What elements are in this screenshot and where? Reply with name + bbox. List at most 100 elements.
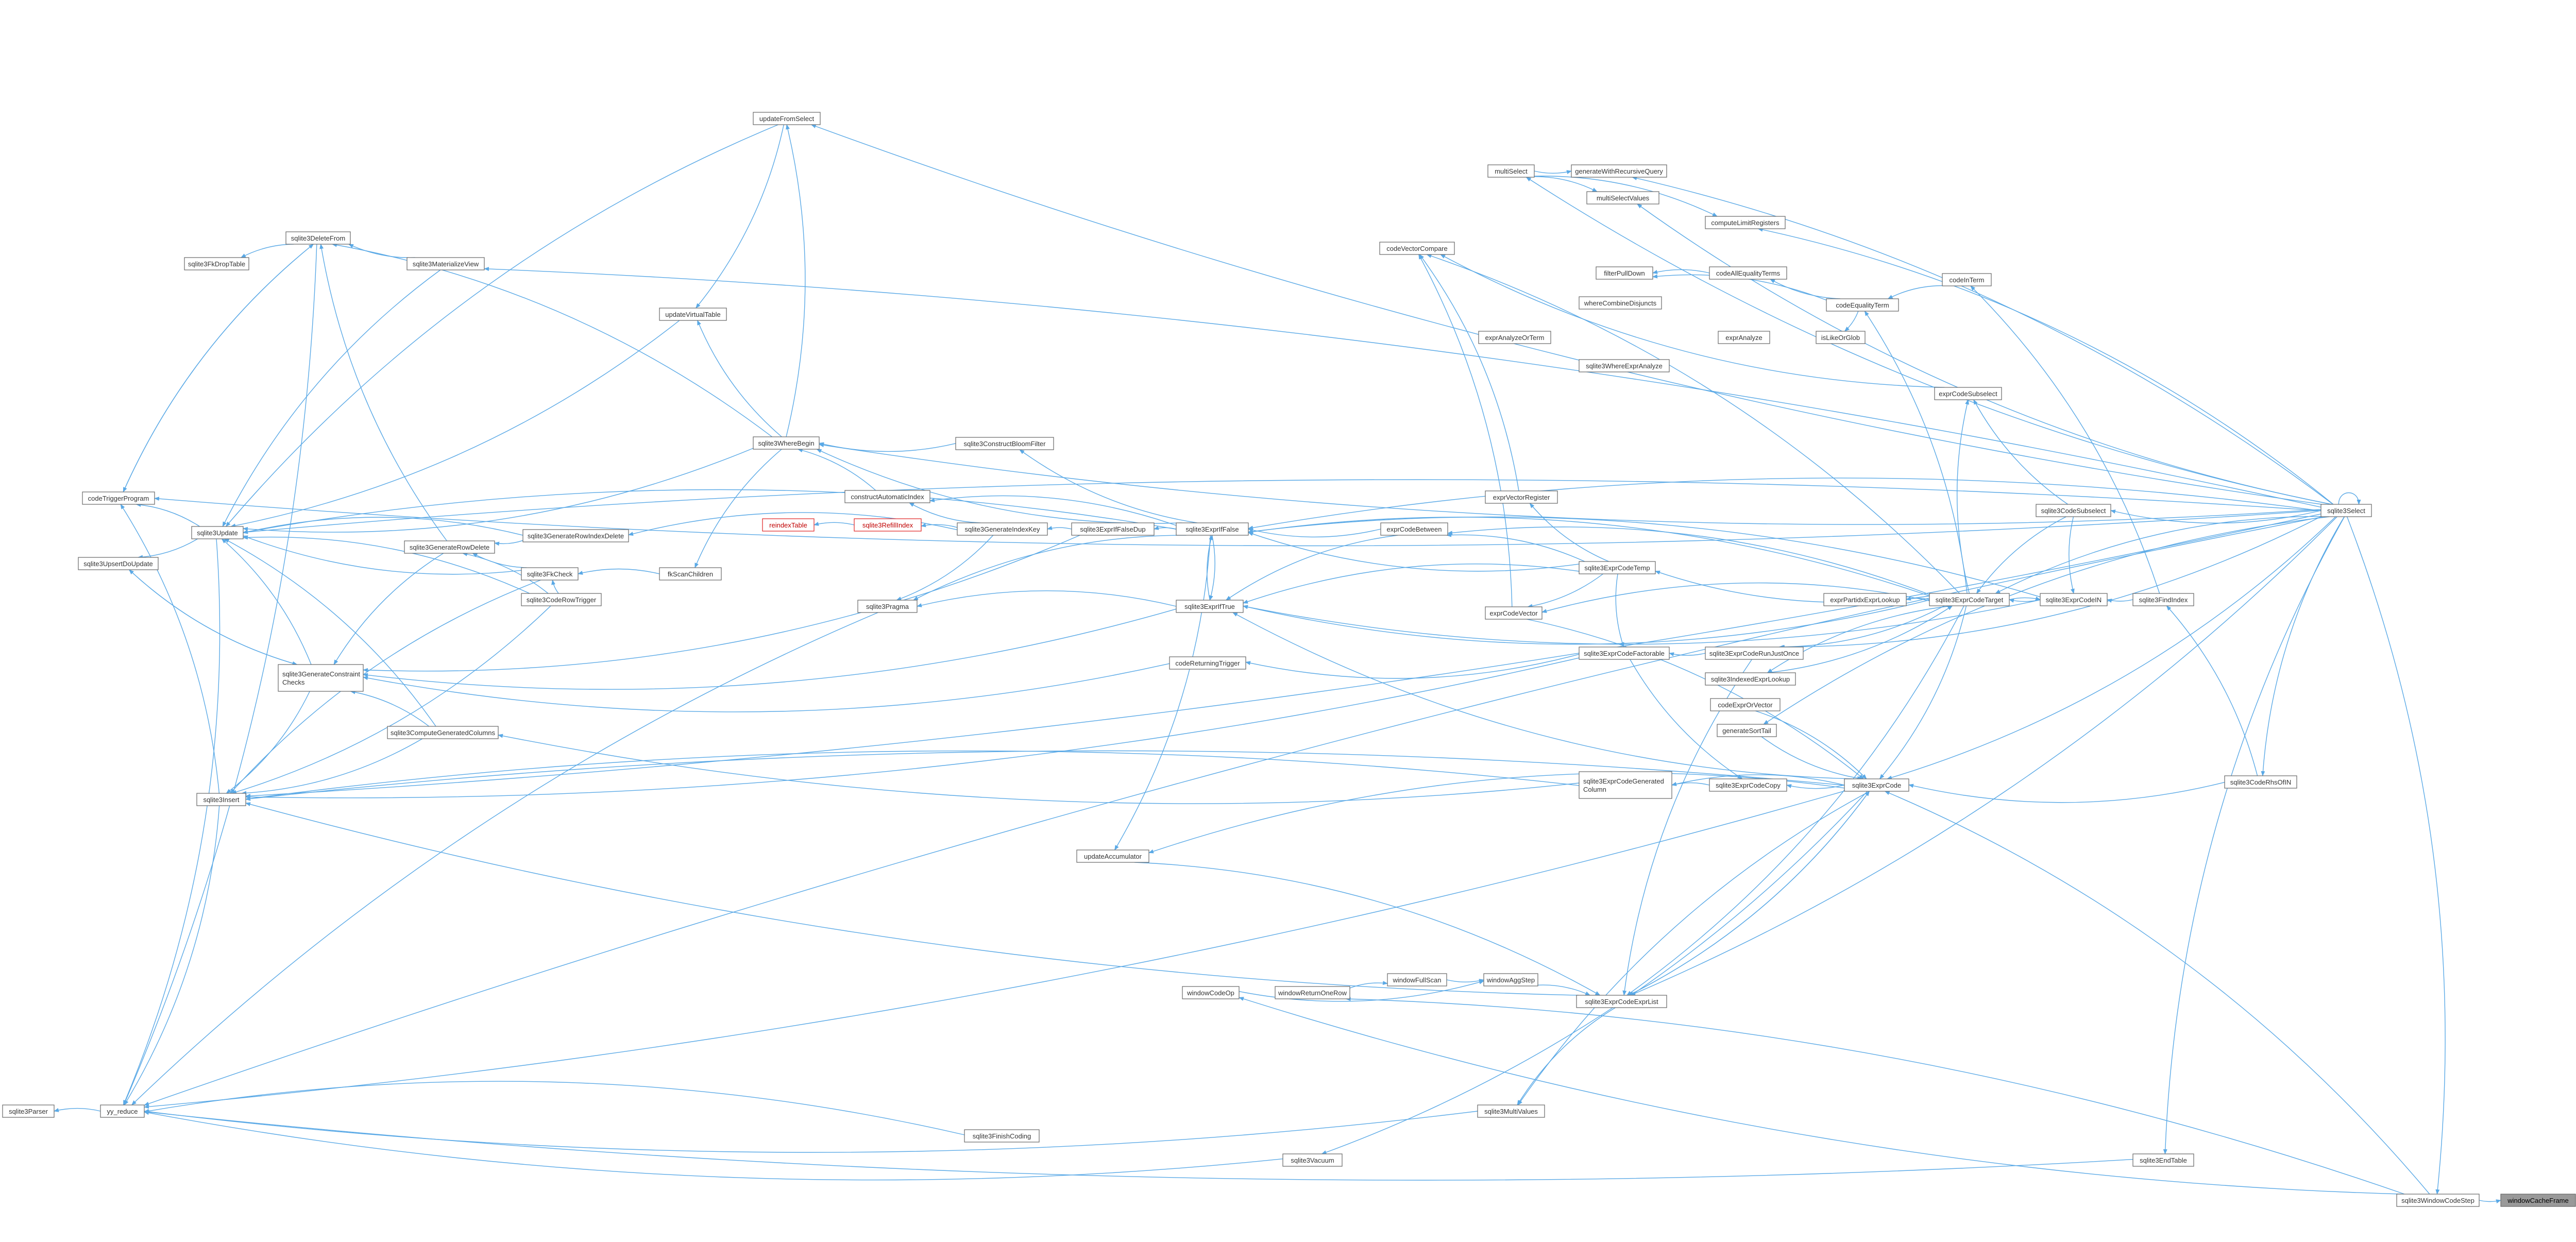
node-sqlite3ExprCodeFactorable[interactable]: sqlite3ExprCodeFactorable [1579, 646, 1670, 660]
node-box-computeLimitRegisters[interactable] [1705, 216, 1786, 229]
node-sqlite3FindIndex[interactable]: sqlite3FindIndex [2132, 593, 2194, 606]
node-box-sqlite3Update[interactable] [191, 526, 244, 539]
node-box-sqlite3Pragma[interactable] [857, 600, 918, 613]
node-sqlite3UpsertDoUpdate[interactable]: sqlite3UpsertDoUpdate [78, 557, 159, 570]
node-computeLimitRegisters[interactable]: computeLimitRegisters [1705, 216, 1786, 229]
node-box-filterPullDown[interactable] [1596, 266, 1653, 280]
node-sqlite3CodeSubselect[interactable]: sqlite3CodeSubselect [2036, 504, 2111, 517]
node-isLikeOrGlob[interactable]: isLikeOrGlob [1816, 331, 1866, 344]
node-codeEqualityTerm[interactable]: codeEqualityTerm [1826, 298, 1899, 312]
node-sqlite3Update[interactable]: sqlite3Update [191, 526, 244, 539]
node-box-sqlite3IndexedExprLookup[interactable] [1705, 672, 1796, 686]
node-box-windowReturnOneRow[interactable] [1275, 986, 1350, 999]
node-box-sqlite3ExprCodeCopy[interactable] [1709, 778, 1787, 792]
node-codeReturningTrigger[interactable]: codeReturningTrigger [1169, 656, 1246, 670]
node-box-codeReturningTrigger[interactable] [1169, 656, 1246, 670]
node-generateWithRecursiveQuery[interactable]: generateWithRecursiveQuery [1571, 164, 1667, 178]
node-codeInTerm[interactable]: codeInTerm [1942, 273, 1992, 286]
node-sqlite3DeleteFrom[interactable]: sqlite3DeleteFrom [285, 231, 351, 245]
node-box-sqlite3ExprCodeRunJustOnce[interactable] [1705, 646, 1804, 660]
node-sqlite3ExprCodeRunJustOnce[interactable]: sqlite3ExprCodeRunJustOnce [1705, 646, 1804, 660]
node-fkScanChildren[interactable]: fkScanChildren [659, 567, 722, 581]
node-box-updateFromSelect[interactable] [753, 112, 821, 125]
node-exprCodeVector[interactable]: exprCodeVector [1485, 606, 1543, 620]
node-box-sqlite3RefillIndex[interactable] [854, 518, 922, 532]
node-multiSelect[interactable]: multiSelect [1487, 164, 1535, 178]
node-box-windowCacheFrame[interactable] [2500, 1194, 2576, 1207]
node-box-codeAllEqualityTerms[interactable] [1709, 266, 1787, 280]
node-sqlite3ExprCodeIN[interactable]: sqlite3ExprCodeIN [2040, 593, 2108, 606]
node-box-sqlite3ComputeGeneratedColumns[interactable] [387, 726, 499, 739]
node-box-updateVirtualTable[interactable] [659, 308, 727, 321]
node-box-isLikeOrGlob[interactable] [1816, 331, 1866, 344]
node-reindexTable[interactable]: reindexTable [762, 518, 815, 532]
node-box-sqlite3WindowCodeStep[interactable] [2396, 1194, 2480, 1207]
node-box-sqlite3GenerateRowDelete[interactable] [404, 540, 495, 554]
node-box-reindexTable[interactable] [762, 518, 815, 532]
node-windowAggStep[interactable]: windowAggStep [1483, 973, 1538, 986]
node-box-codeInTerm[interactable] [1942, 273, 1992, 286]
node-box-exprPartidxExprLookup[interactable] [1823, 593, 1907, 606]
node-exprCodeBetween[interactable]: exprCodeBetween [1380, 522, 1448, 536]
node-sqlite3FkDropTable[interactable]: sqlite3FkDropTable [184, 257, 249, 270]
node-box-sqlite3MaterializeView[interactable] [406, 257, 485, 270]
node-box-sqlite3FindIndex[interactable] [2132, 593, 2194, 606]
node-sqlite3WhereBegin[interactable]: sqlite3WhereBegin [753, 436, 820, 450]
node-sqlite3ExprCodeExprList[interactable]: sqlite3ExprCodeExprList [1576, 995, 1667, 1008]
node-windowCodeOp[interactable]: windowCodeOp [1182, 986, 1240, 999]
node-sqlite3ExprCodeTarget[interactable]: sqlite3ExprCodeTarget [1929, 593, 2010, 606]
node-sqlite3CodeRowTrigger[interactable]: sqlite3CodeRowTrigger [521, 593, 602, 606]
node-box-sqlite3ExprIfFalse[interactable] [1176, 522, 1249, 536]
node-box-generateWithRecursiveQuery[interactable] [1571, 164, 1667, 178]
node-box-sqlite3FinishCoding[interactable] [964, 1129, 1040, 1143]
node-sqlite3ExprIfFalseDup[interactable]: sqlite3ExprIfFalseDup [1071, 522, 1155, 536]
node-sqlite3RefillIndex[interactable]: sqlite3RefillIndex [854, 518, 922, 532]
node-updateFromSelect[interactable]: updateFromSelect [753, 112, 821, 125]
node-sqlite3FkCheck[interactable]: sqlite3FkCheck [521, 567, 579, 581]
node-box-sqlite3MultiValues[interactable] [1477, 1104, 1545, 1118]
node-sqlite3IndexedExprLookup[interactable]: sqlite3IndexedExprLookup [1705, 672, 1796, 686]
node-sqlite3ExprCodeTemp[interactable]: sqlite3ExprCodeTemp [1579, 561, 1656, 574]
node-sqlite3WhereExprAnalyze[interactable]: sqlite3WhereExprAnalyze [1579, 359, 1670, 372]
node-box-sqlite3EndTable[interactable] [2132, 1153, 2194, 1167]
node-box-sqlite3ExprIfTrue[interactable] [1176, 600, 1244, 613]
node-box-exprCodeVector[interactable] [1485, 606, 1543, 620]
node-constructAutomaticIndex[interactable]: constructAutomaticIndex [844, 490, 930, 503]
node-box-sqlite3GenerateRowIndexDelete[interactable] [522, 529, 629, 542]
node-box-sqlite3ExprCodeExprList[interactable] [1576, 995, 1667, 1008]
node-multiSelectValues[interactable]: multiSelectValues [1586, 191, 1659, 205]
node-box-sqlite3Insert[interactable] [196, 793, 246, 806]
node-box-sqlite3GenerateConstraintChecks[interactable] [278, 664, 364, 692]
node-box-sqlite3DeleteFrom[interactable] [285, 231, 351, 245]
node-box-windowFullScan[interactable] [1387, 973, 1447, 986]
node-whereCombineDisjuncts[interactable]: whereCombineDisjuncts [1579, 296, 1662, 310]
node-sqlite3GenerateRowIndexDelete[interactable]: sqlite3GenerateRowIndexDelete [522, 529, 629, 542]
node-codeExprOrVector[interactable]: codeExprOrVector [1710, 698, 1781, 711]
node-sqlite3EndTable[interactable]: sqlite3EndTable [2132, 1153, 2194, 1167]
node-windowFullScan[interactable]: windowFullScan [1387, 973, 1447, 986]
node-windowCacheFrame[interactable]: windowCacheFrame [2500, 1194, 2576, 1207]
node-sqlite3ComputeGeneratedColumns[interactable]: sqlite3ComputeGeneratedColumns [387, 726, 499, 739]
node-sqlite3ExprIfTrue[interactable]: sqlite3ExprIfTrue [1176, 600, 1244, 613]
node-box-sqlite3ExprIfFalseDup[interactable] [1071, 522, 1155, 536]
node-box-constructAutomaticIndex[interactable] [844, 490, 930, 503]
node-exprAnalyzeOrTerm[interactable]: exprAnalyzeOrTerm [1478, 331, 1551, 344]
node-box-exprCodeBetween[interactable] [1380, 522, 1448, 536]
node-sqlite3Vacuum[interactable]: sqlite3Vacuum [1282, 1153, 1343, 1167]
node-box-exprVectorRegister[interactable] [1485, 490, 1558, 504]
node-sqlite3ExprCode[interactable]: sqlite3ExprCode [1844, 778, 1909, 792]
node-box-multiSelectValues[interactable] [1586, 191, 1659, 205]
node-box-exprAnalyze[interactable] [1718, 331, 1770, 344]
node-box-sqlite3WhereExprAnalyze[interactable] [1579, 359, 1670, 372]
node-sqlite3ConstructBloomFilter[interactable]: sqlite3ConstructBloomFilter [955, 437, 1054, 450]
node-box-exprAnalyzeOrTerm[interactable] [1478, 331, 1551, 344]
node-box-codeVectorCompare[interactable] [1379, 242, 1455, 255]
node-codeAllEqualityTerms[interactable]: codeAllEqualityTerms [1709, 266, 1787, 280]
node-sqlite3MaterializeView[interactable]: sqlite3MaterializeView [406, 257, 485, 270]
node-codeTriggerProgram[interactable]: codeTriggerProgram [82, 491, 155, 505]
node-box-sqlite3CodeSubselect[interactable] [2036, 504, 2111, 517]
node-yy_reduce[interactable]: yy_reduce [100, 1104, 145, 1118]
node-box-sqlite3ExprCodeGeneratedColumn[interactable] [1579, 771, 1672, 799]
node-sqlite3Parser[interactable]: sqlite3Parser [2, 1104, 55, 1118]
node-box-windowCodeOp[interactable] [1182, 986, 1240, 999]
